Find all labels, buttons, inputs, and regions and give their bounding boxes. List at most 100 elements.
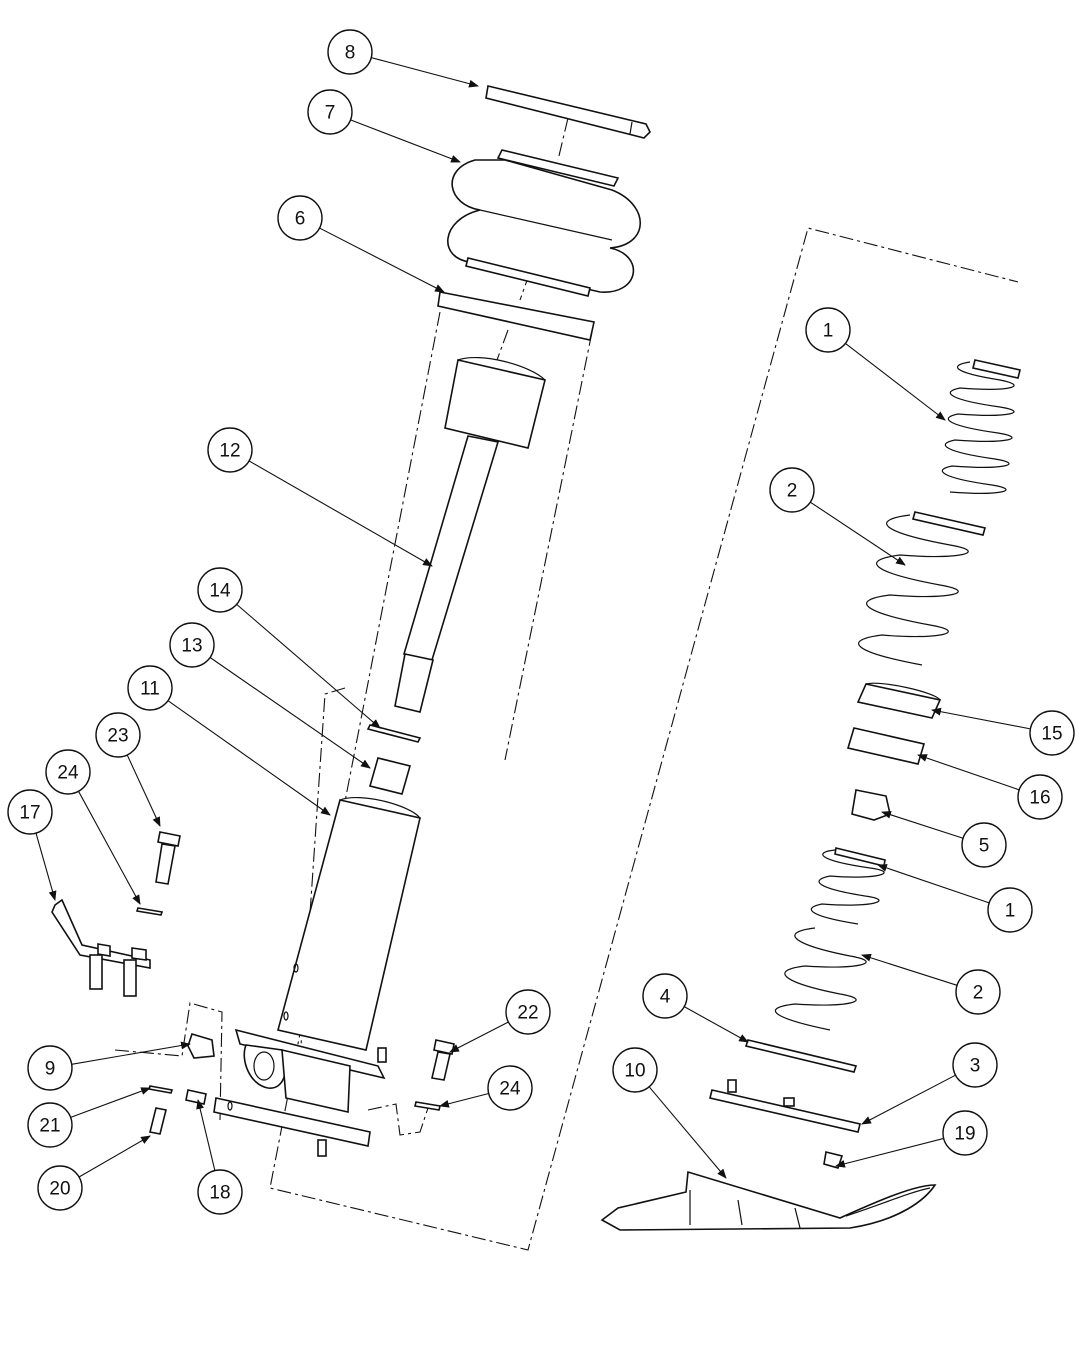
callout-circle-c11 bbox=[127, 665, 173, 711]
leader-c10 bbox=[648, 1086, 727, 1179]
callout-label-c14: 14 bbox=[209, 581, 231, 602]
leader-c1a bbox=[845, 342, 946, 421]
callout-circle-c12 bbox=[207, 427, 253, 473]
callout-circle-c17 bbox=[7, 789, 53, 835]
leader-c23 bbox=[126, 754, 161, 827]
leader-c24b bbox=[439, 1092, 489, 1108]
callout-label-c13: 13 bbox=[181, 636, 202, 657]
part-9-cap bbox=[187, 1033, 215, 1059]
part-6-seat-plate bbox=[437, 291, 595, 341]
callout-circle-c22 bbox=[505, 989, 551, 1035]
callout-label-c23: 23 bbox=[107, 726, 128, 747]
callout-circle-c4 bbox=[642, 973, 688, 1019]
callout-label-c2a: 2 bbox=[787, 481, 798, 502]
callout-circle-c23 bbox=[95, 712, 141, 758]
callout-label-c6: 6 bbox=[295, 209, 306, 230]
callout-circle-c15 bbox=[1029, 710, 1075, 756]
leader-c9 bbox=[71, 1041, 191, 1065]
part-24-washer-right bbox=[414, 1101, 441, 1111]
callout-circle-c2a bbox=[769, 467, 815, 513]
callout-label-c1a: 1 bbox=[823, 321, 834, 342]
callout-label-c9: 9 bbox=[45, 1059, 56, 1080]
callout-label-c24a: 24 bbox=[57, 763, 79, 784]
leader-c1b bbox=[877, 864, 990, 904]
callout-label-c3: 3 bbox=[970, 1056, 981, 1077]
part-23-bolt bbox=[155, 831, 181, 885]
part-11-main-body bbox=[277, 796, 421, 1051]
leader-c2a bbox=[810, 501, 906, 566]
callout-circle-c3 bbox=[952, 1042, 998, 1088]
callout-circle-c19 bbox=[942, 1110, 988, 1156]
part-18-fitting bbox=[185, 1089, 207, 1105]
part-4-shim-plate bbox=[744, 1039, 858, 1073]
leader-c17 bbox=[35, 833, 57, 901]
leader-c6 bbox=[319, 227, 445, 293]
leader-c19 bbox=[835, 1137, 944, 1168]
callout-label-c11: 11 bbox=[140, 679, 160, 700]
part-16-sleeve bbox=[846, 727, 926, 765]
callout-circle-c18 bbox=[197, 1169, 243, 1215]
part-2-spring-upper bbox=[858, 511, 987, 666]
callout-label-c17: 17 bbox=[19, 803, 40, 824]
callout-label-c5: 5 bbox=[979, 836, 990, 857]
leader-c15 bbox=[931, 707, 1031, 730]
callout-circle-c9 bbox=[27, 1045, 73, 1091]
part-7-air-bellows bbox=[447, 149, 641, 297]
part-24-washer-left bbox=[135, 907, 164, 916]
leader-c12 bbox=[248, 460, 433, 567]
leader-c3 bbox=[861, 1074, 956, 1125]
callout-label-c18: 18 bbox=[209, 1183, 230, 1204]
leader-c21 bbox=[70, 1087, 151, 1118]
callout-circle-c2b bbox=[955, 969, 1001, 1015]
callout-circle-c10 bbox=[612, 1047, 658, 1093]
callout-label-c8: 8 bbox=[345, 43, 356, 64]
part-2-spring-lower bbox=[774, 927, 867, 1031]
leader-c5 bbox=[881, 810, 964, 839]
callout-circle-c1b bbox=[987, 887, 1033, 933]
part-8-top-plate bbox=[485, 85, 651, 139]
callout-label-c12: 12 bbox=[219, 441, 240, 462]
callout-circle-c5 bbox=[961, 822, 1007, 868]
leader-c7 bbox=[350, 119, 461, 163]
part-13-bushing bbox=[369, 757, 411, 795]
callout-label-c7: 7 bbox=[325, 103, 336, 124]
callout-label-c19: 19 bbox=[954, 1124, 975, 1145]
part-1-spring-lower bbox=[810, 847, 886, 925]
leader-c18 bbox=[196, 1099, 216, 1171]
leader-c22 bbox=[449, 1021, 509, 1053]
callout-circle-c13 bbox=[169, 622, 215, 668]
callout-label-c24b: 24 bbox=[499, 1079, 521, 1100]
part-base-mount bbox=[213, 1028, 387, 1157]
leader-c13 bbox=[209, 657, 371, 769]
callout-circle-c14 bbox=[197, 567, 243, 613]
part-22-bolt bbox=[431, 1039, 455, 1081]
callout-label-c21: 21 bbox=[39, 1116, 60, 1137]
callout-circle-c16 bbox=[1017, 774, 1063, 820]
callout-label-c4: 4 bbox=[660, 987, 671, 1008]
callout-label-c1b: 1 bbox=[1005, 901, 1016, 922]
callout-label-c10: 10 bbox=[624, 1061, 645, 1082]
part-1-spring-upper bbox=[941, 359, 1021, 494]
leader-c8 bbox=[371, 57, 479, 88]
leader-c16 bbox=[917, 754, 1020, 791]
part-10-ski bbox=[600, 1170, 937, 1231]
part-20-bolt bbox=[149, 1107, 167, 1135]
part-3-lower-plate bbox=[709, 1079, 861, 1133]
part-17-bracket bbox=[51, 898, 151, 997]
callout-circle-c24a bbox=[45, 749, 91, 795]
callout-circle-c24b bbox=[487, 1065, 533, 1111]
leader-c11 bbox=[167, 700, 331, 816]
callout-label-c2b: 2 bbox=[973, 983, 984, 1004]
callout-label-c16: 16 bbox=[1029, 788, 1050, 809]
leader-c4 bbox=[683, 1006, 749, 1043]
callout-circle-c21 bbox=[27, 1102, 73, 1148]
callout-label-c20: 20 bbox=[49, 1179, 70, 1200]
callout-circle-c8 bbox=[327, 29, 373, 75]
callout-label-c22: 22 bbox=[517, 1003, 538, 1024]
leader-c14 bbox=[236, 603, 381, 729]
part-14-washer bbox=[366, 724, 422, 743]
part-12-shock-rod bbox=[394, 356, 546, 713]
callout-circle-c7 bbox=[307, 89, 353, 135]
